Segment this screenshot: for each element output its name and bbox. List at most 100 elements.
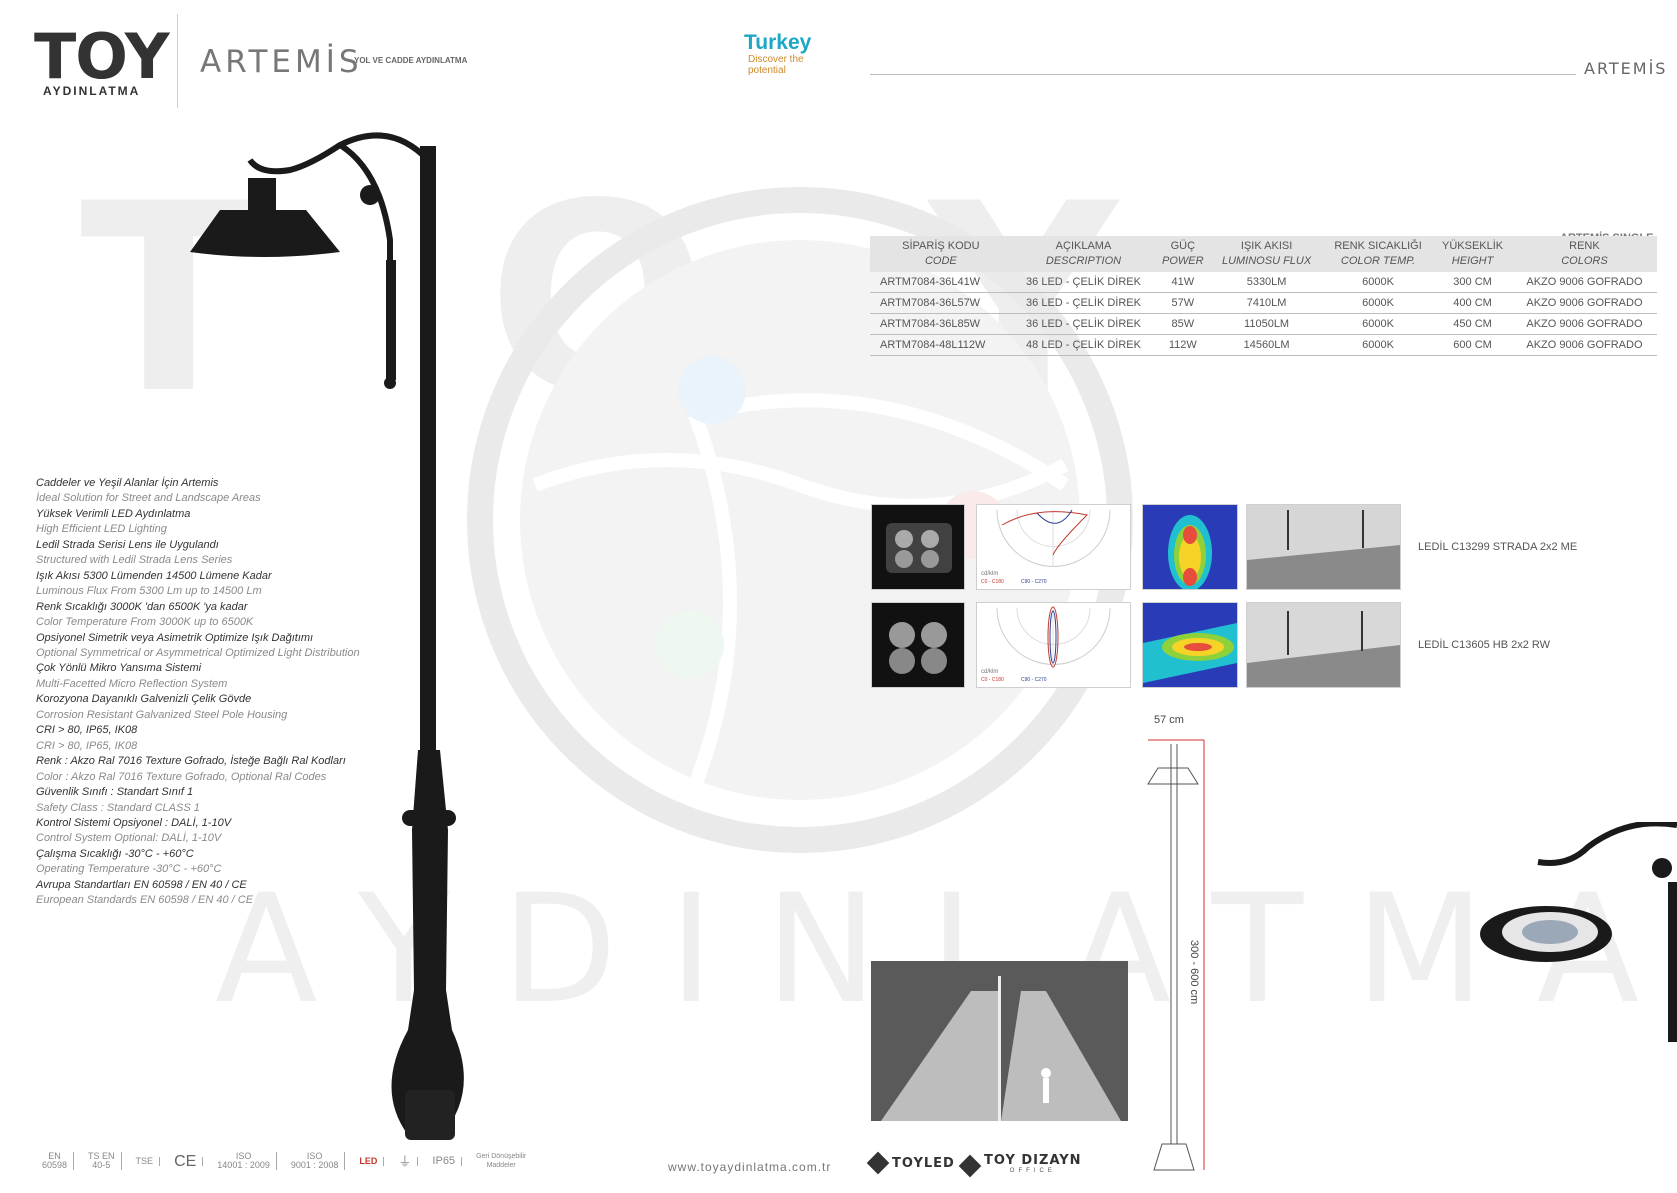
polar-unit-1: cd/klm [981, 571, 999, 577]
road-render-2 [1246, 602, 1401, 688]
cert-ground-icon: ⏚ [392, 1155, 419, 1168]
polar-legend-c0-2: C0 - C180 [981, 677, 1004, 683]
header-rule [870, 74, 1576, 75]
feature-tr: Korozyona Dayanıklı Galvenizli Çelik Göv… [36, 693, 252, 706]
street-lamp-illustration [190, 132, 464, 1140]
feature-en: High Efficient LED Lighting [36, 523, 167, 536]
cell-code: ARTM7084-36L41W [870, 272, 1012, 293]
table-row: ARTM7084-36L85W 36 LED - ÇELİK DİREK 85W… [870, 313, 1657, 335]
toy-dizayn-brand-name: TOY DIZAYN [984, 1153, 1082, 1168]
cell-height: 450 CM [1433, 313, 1512, 335]
toy-dizayn-brand-sub: OFFICE [1009, 1168, 1056, 1174]
polar-diagram-1: cd/klm C0 - C180 C90 - C270 [976, 504, 1131, 590]
feature-en: Luminous Flux From 5300 Lm up to 14500 L… [36, 585, 262, 598]
cell-description: 36 LED - ÇELİK DİREK [1011, 292, 1156, 314]
table-row: ARTM7084-36L41W 36 LED - ÇELİK DİREK 41W… [870, 272, 1657, 293]
feature-tr: Renk : Akzo Ral 7016 Texture Gofrado, İs… [36, 755, 346, 768]
toy-logo-subtitle: AYDINLATMA [43, 84, 141, 98]
cell-colors: AKZO 9006 GOFRADO [1511, 272, 1657, 293]
cell-power: 85W [1155, 313, 1211, 335]
toy-logo: TOY [34, 20, 170, 93]
cell-power: 57W [1155, 292, 1211, 314]
polar-legend-c0-1: C0 - C180 [981, 579, 1004, 585]
cell-power: 112W [1155, 334, 1211, 356]
cell-code: ARTM7084-36L57W [870, 292, 1012, 314]
feature-tr: Avrupa Standartları EN 60598 / EN 40 / C… [36, 878, 247, 891]
cell-height: 400 CM [1433, 292, 1512, 314]
cell-colors: AKZO 9006 GOFRADO [1511, 313, 1657, 335]
feature-en: Corrosion Resistant Galvanized Steel Pol… [36, 708, 288, 721]
cell-power: 41W [1155, 272, 1211, 293]
feature-tr: Renk Sıcaklığı 3000K 'dan 6500K 'ya kada… [36, 600, 248, 613]
polar-legend-c90-1: C90 - C270 [1021, 579, 1047, 585]
cell-description: 36 LED - ÇELİK DİREK [1011, 313, 1156, 335]
polar-diagram-2: cd/klm C0 - C180 C90 - C270 [976, 602, 1131, 688]
website-link[interactable]: www.toyaydinlatma.com.tr [668, 1160, 832, 1174]
feature-tr: Çalışma Sıcaklığı -30°C - +60°C [36, 847, 194, 860]
road-render-1 [1246, 504, 1401, 590]
cert-ip65: IP65 [426, 1155, 463, 1166]
cell-flux: 11050LM [1210, 313, 1323, 335]
cell-colors: AKZO 9006 GOFRADO [1511, 334, 1657, 356]
dimension-width: 57 cm [1154, 714, 1184, 726]
cert-tse: TSE [130, 1156, 161, 1166]
turkey-tagline: Discover the potential [748, 54, 804, 76]
feature-en: Operating Temperature -30°C - +60°C [36, 863, 222, 876]
polar-unit-2: cd/klm [981, 669, 999, 675]
product-category: YOL VE CADDE AYDINLATMA [354, 56, 468, 65]
cell-color-temp: 6000K [1322, 334, 1434, 356]
feature-tr: Kontrol Sistemi Opsiyonel : DALİ, 1-10V [36, 816, 232, 829]
feature-en: Color Temperature From 3000K up to 6500K [36, 616, 254, 629]
isolux-map-1 [1142, 504, 1238, 590]
feature-tr: CRI > 80, IP65, IK08 [36, 724, 138, 737]
cert-led: LED [353, 1156, 385, 1166]
cell-flux: 7410LM [1210, 292, 1323, 314]
polar-curve-1-icon [996, 509, 1111, 567]
cell-height: 300 CM [1433, 272, 1512, 293]
cell-flux: 14560LM [1210, 334, 1323, 356]
isolux-map-2 [1142, 602, 1238, 688]
feature-tr: Caddeler ve Yeşil Alanlar İçin Artemis [36, 477, 219, 489]
feature-tr: Yüksek Verimli LED Aydınlatma [36, 507, 191, 520]
feature-tr: Ledil Strada Serisi Lens ile Uygulandı [36, 538, 219, 551]
turkey-logo: Turkey [744, 31, 812, 54]
cell-color-temp: 6000K [1322, 272, 1434, 293]
product-name: ARTEMİS [200, 44, 363, 80]
feature-tr: Çok Yönlü Mikro Yansıma Sistemi [36, 662, 202, 675]
cell-colors: AKZO 9006 GOFRADO [1511, 292, 1657, 314]
toyled-brand-name: TOYLED [892, 1155, 955, 1171]
table-row: ARTM7084-36L57W 36 LED - ÇELİK DİREK 57W… [870, 292, 1657, 314]
lens1-photo [871, 504, 965, 590]
cell-code: ARTM7084-36L85W [870, 313, 1012, 335]
feature-tr: Işık Akısı 5300 Lümenden 14500 Lümene Ka… [36, 569, 272, 582]
feature-tr: Güvenlik Sınıfı : Standart Sınıf 1 [36, 786, 194, 799]
polar-legend-c90-2: C90 - C270 [1021, 677, 1047, 683]
table-row: ARTM7084-48L112W 48 LED - ÇELİK DİREK 11… [870, 334, 1657, 356]
cell-height: 600 CM [1433, 334, 1512, 356]
toyled-brand: TOYLED [866, 1151, 955, 1175]
feature-en: Control System Optional: DALİ, 1-10V [36, 832, 222, 845]
cell-color-temp: 6000K [1322, 292, 1434, 314]
cell-color-temp: 6000K [1322, 313, 1434, 335]
luminaire-closeup-illustration [1480, 822, 1677, 1042]
cell-description: 48 LED - ÇELİK DİREK [1011, 334, 1156, 356]
toy-dizayn-logo-icon [958, 1154, 982, 1178]
pole-dimension-drawing [1147, 739, 1205, 1171]
lens2-label: LEDİL C13605 HB 2x2 RW [1418, 639, 1551, 651]
feature-en: European Standards EN 60598 / EN 40 / CE [36, 894, 254, 907]
cell-description: 36 LED - ÇELİK DİREK [1011, 272, 1156, 293]
street-scene-render [871, 961, 1128, 1121]
